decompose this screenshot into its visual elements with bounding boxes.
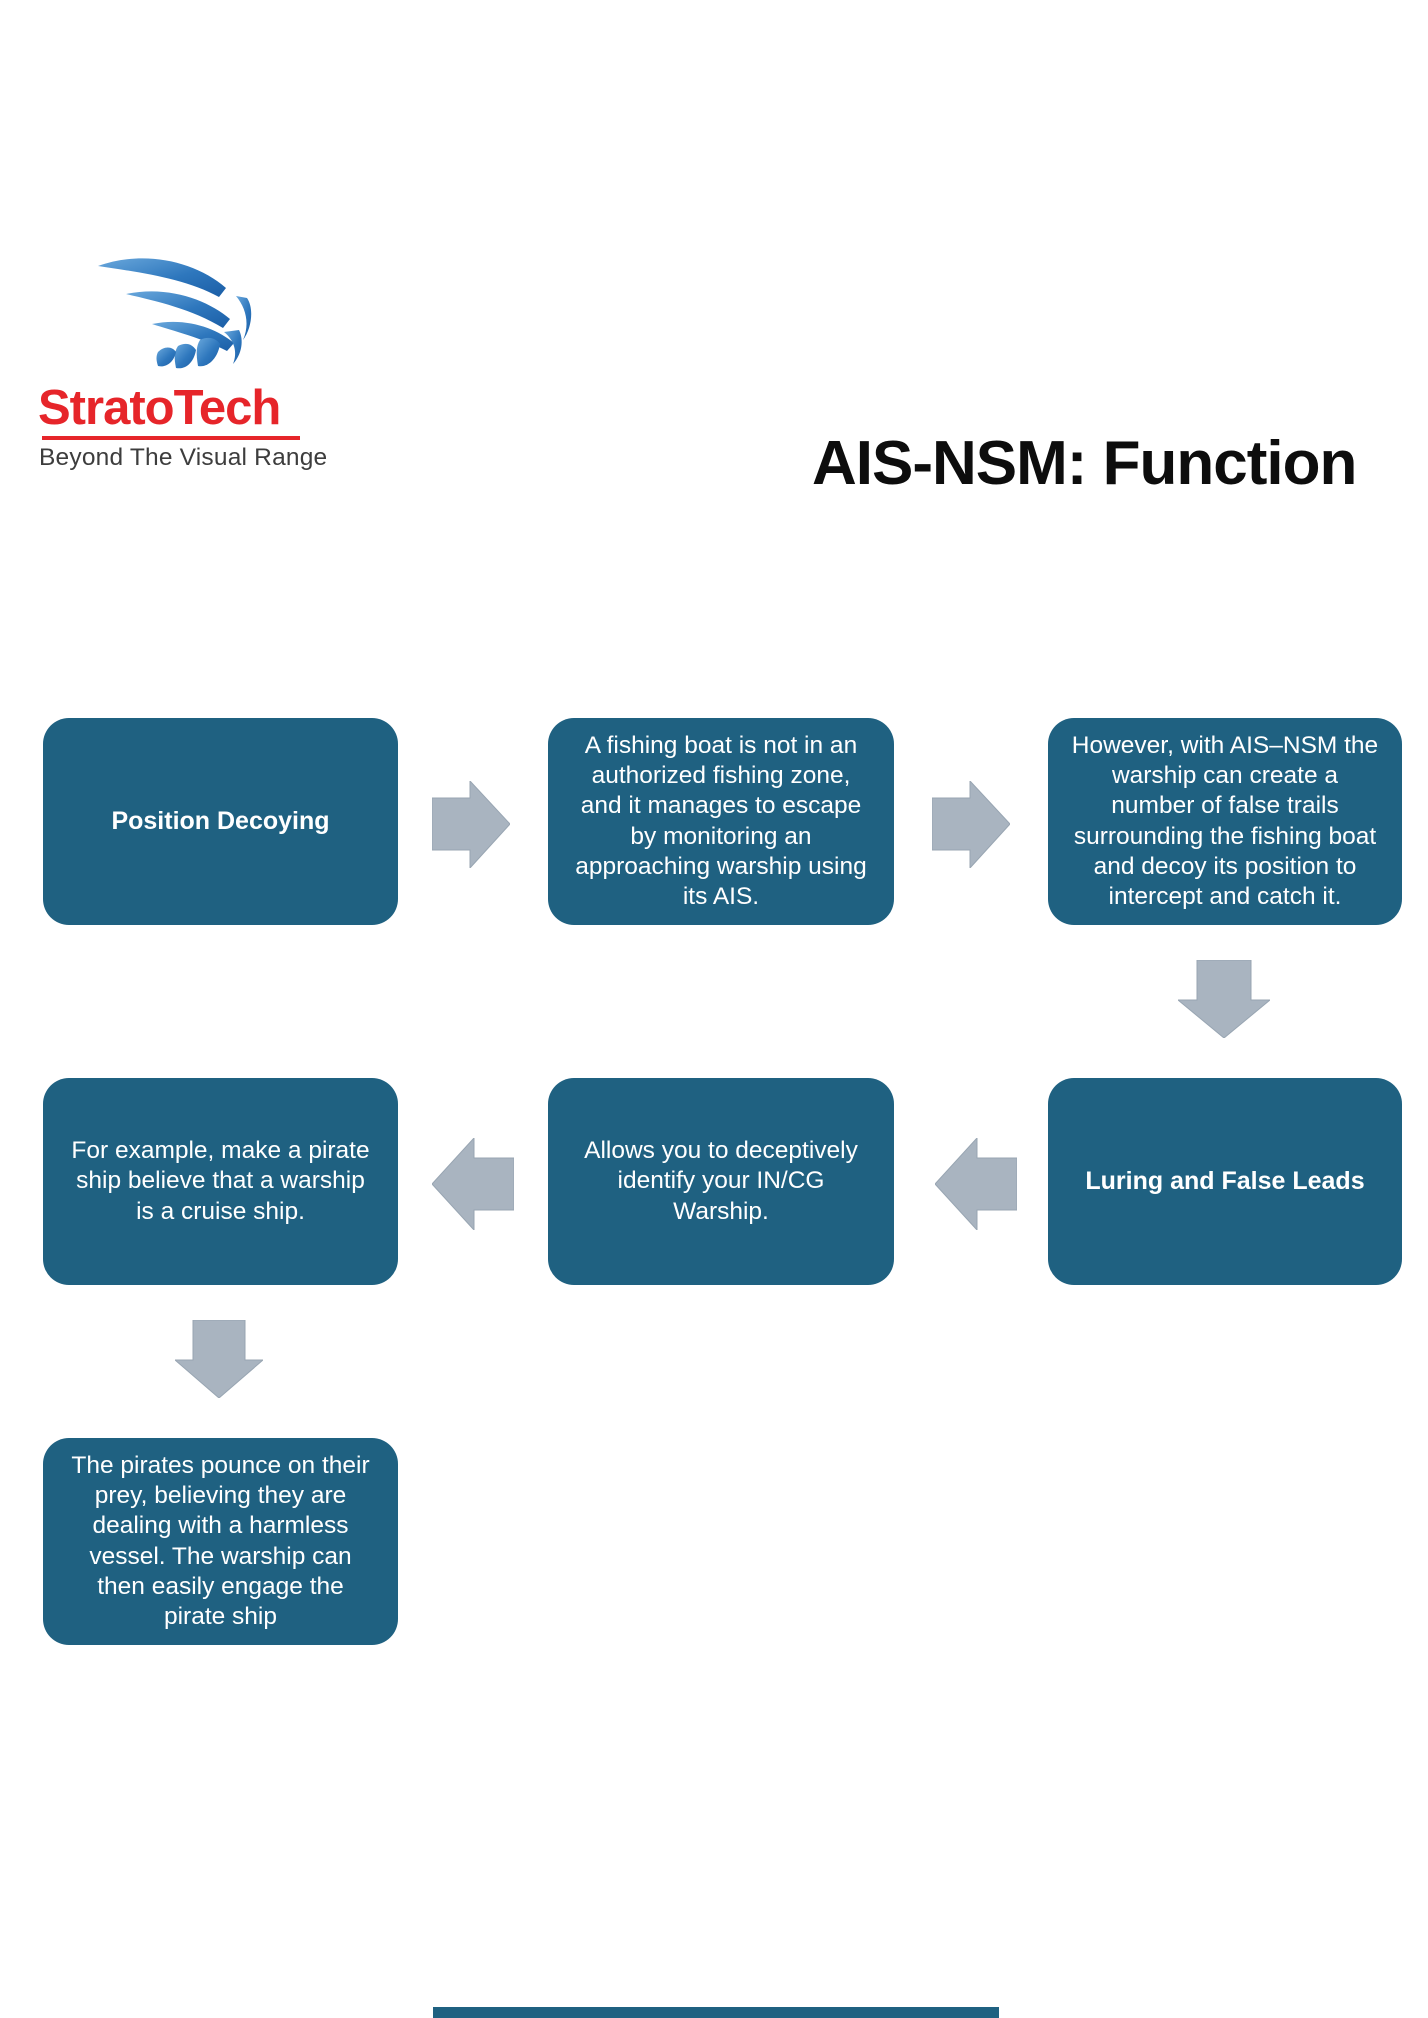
logo-underline — [42, 436, 300, 440]
arrow-right-icon — [432, 781, 510, 868]
flow-box-identify-warship: Allows you to deceptively identify your … — [548, 1078, 894, 1285]
flow-box-fishing-boat: A fishing boat is not in an authorized f… — [548, 718, 894, 925]
flow-box-false-trails: However, with AIS–NSM the warship can cr… — [1048, 718, 1402, 925]
arrow-right-icon — [932, 781, 1010, 868]
flow-box-pirate-example: For example, make a pirate ship believe … — [43, 1078, 398, 1285]
arrow-left-icon — [935, 1138, 1017, 1230]
arrow-left-icon — [432, 1138, 514, 1230]
logo-tagline: Beyond The Visual Range — [39, 444, 328, 471]
page-title: AIS-NSM: Function — [812, 429, 1357, 498]
bottom-partial-bar — [433, 2007, 999, 2018]
logo-brand-text: StratoTech — [38, 381, 281, 435]
flow-box-luring-false-leads: Luring and False Leads — [1048, 1078, 1402, 1285]
stratotech-logo: StratoTech Beyond The Visual Range — [30, 190, 330, 480]
wing-icon — [98, 258, 252, 369]
flow-box-position-decoying: Position Decoying — [43, 718, 398, 925]
flow-box-pirates-pounce: The pirates pounce on their prey, believ… — [43, 1438, 398, 1645]
arrow-down-icon — [175, 1320, 263, 1398]
arrow-down-icon — [1178, 960, 1270, 1038]
